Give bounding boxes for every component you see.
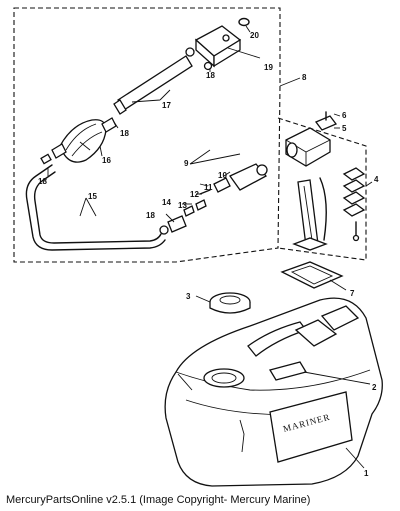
primer-bulb	[40, 117, 117, 165]
callout-3: 3	[186, 292, 191, 301]
fuel-cap	[209, 292, 251, 314]
callout-19: 19	[264, 63, 273, 72]
callout-11: 11	[204, 183, 213, 192]
callout-17: 17	[162, 101, 171, 110]
callout-1: 1	[364, 469, 369, 478]
callout-7: 7	[350, 289, 355, 298]
callout-5: 5	[342, 124, 347, 133]
callout-4: 4	[374, 175, 379, 184]
callout-13: 13	[178, 201, 187, 210]
callout-18-hose: 18	[38, 177, 47, 186]
callout-15: 15	[88, 192, 97, 201]
callout-14: 14	[162, 198, 171, 207]
callout-12: 12	[190, 190, 199, 199]
callout-20: 20	[250, 31, 259, 40]
callout-10: 10	[218, 171, 227, 180]
callout-18-connector: 18	[206, 71, 215, 80]
callout-2: 2	[372, 383, 377, 392]
leader-lines	[47, 25, 373, 469]
callout-16: 16	[102, 156, 111, 165]
image-caption: MercuryPartsOnline v2.5.1 (Image Copyrig…	[6, 494, 311, 506]
callout-18-bulb: 18	[120, 129, 129, 138]
callout-8: 8	[302, 73, 307, 82]
fuel-hose-upper	[113, 55, 193, 115]
fuel-pickup-assembly	[280, 111, 366, 289]
pickup-assembly-boundary	[277, 117, 367, 261]
callout-labels: 1 2 3 4 5 6 7 8 9 10 11 12 13 14 15 16 1…	[38, 31, 379, 478]
tank-connector-parts	[159, 163, 268, 235]
fuel-tank: MARINER	[164, 297, 383, 487]
fuel-line-assembly-boundary	[13, 7, 281, 263]
callout-9: 9	[184, 159, 189, 168]
engine-connector	[185, 17, 250, 71]
callout-18-fitting: 18	[146, 211, 155, 220]
fuel-hose	[25, 164, 166, 251]
callout-6: 6	[342, 111, 347, 120]
